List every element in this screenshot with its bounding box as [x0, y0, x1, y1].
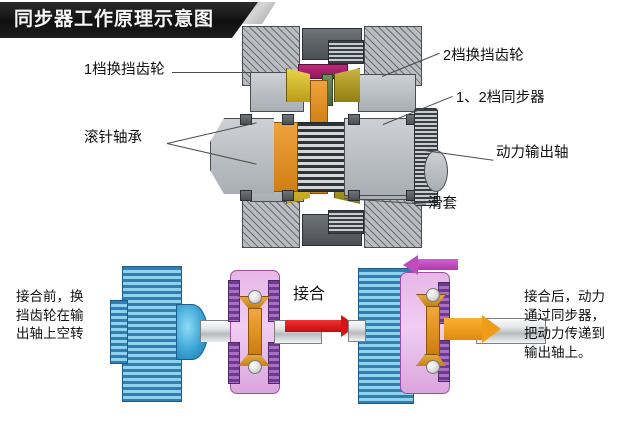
needle-roller-lower-right [282, 190, 294, 201]
detent-ball-upper-right [426, 288, 440, 302]
assembly-before-engagement [110, 262, 322, 407]
detent-ball-lower-right [426, 360, 440, 374]
hub-collar-upper [310, 80, 328, 126]
after-line-2: 通过同步器， [524, 307, 605, 323]
before-line-1: 接合前，换 [16, 289, 84, 304]
needle-roller-upper-right [282, 114, 294, 125]
label-gear1: 1档换挡齿轮 [84, 62, 165, 78]
after-line-1: 接合后，动力 [524, 289, 605, 304]
gear2-web-upper [358, 74, 416, 112]
shift-gear-blue-left [122, 266, 182, 402]
before-line-2: 挡齿轮在输 [16, 307, 84, 323]
assembly-after-engagement [348, 255, 546, 407]
after-line-3: 把动力传递到 [524, 326, 605, 341]
power-flow-arrow-head [482, 315, 501, 343]
sleeve-motion-arrow-head [403, 255, 418, 275]
label-output-shaft: 动力输出轴 [496, 145, 569, 161]
page-title: 同步器工作原理示意图 [14, 9, 215, 30]
label-bearing: 滚针轴承 [84, 130, 142, 146]
bearing-block-right-upper [348, 114, 360, 125]
sleeve-teeth-lower [328, 210, 364, 234]
output-shaft-end-face [424, 150, 448, 192]
bearing-block-right-lower [348, 190, 360, 201]
engage-arrow-shaft [285, 320, 341, 332]
detent-ball-upper-left [248, 290, 262, 304]
sleeve-teeth-right-outer-bottom [268, 342, 280, 384]
splined-hub-stack [294, 122, 346, 192]
detent-ball-lower-left [248, 360, 262, 374]
synchronizer-hub-core-left [248, 308, 262, 356]
power-flow-arrow-shaft [444, 318, 482, 340]
leader-gear1 [172, 72, 254, 73]
shaft-left-stub-right-assembly [348, 320, 366, 342]
sleeve-teeth-right-outer-top [268, 280, 280, 322]
after-engagement-text: 接合后，动力 通过同步器， 把动力传递到 输出轴上。 [524, 288, 628, 362]
sleeve-teeth-upper [328, 40, 364, 64]
sleeve-teeth-left-outer-bottom [228, 342, 240, 384]
shift-gear-hub-left [110, 300, 128, 364]
output-shaft-body-right [344, 118, 422, 196]
before-engagement-text: 接合前，换 挡齿轮在输 出轴上空转 [16, 288, 116, 344]
output-shaft-core [272, 122, 298, 192]
engage-label: 接合 [293, 286, 326, 303]
after-line-4: 输出轴上。 [524, 344, 592, 360]
cross-section-illustration [210, 22, 448, 250]
label-gear2: 2档换挡齿轮 [443, 48, 524, 64]
title-banner [0, 2, 258, 38]
before-line-3: 出轴上空转 [16, 326, 84, 341]
needle-roller-lower-left [240, 190, 252, 201]
label-sliding-sleeve: 滑套 [428, 196, 457, 212]
sleeve-motion-arrow-shaft [418, 259, 458, 270]
synchro-cone-right-upper [334, 68, 360, 102]
label-synchronizer: 1、2档同步器 [456, 90, 545, 106]
synchronizer-hub-core-right [426, 306, 440, 356]
sleeve-teeth-left-outer-top [228, 280, 240, 322]
